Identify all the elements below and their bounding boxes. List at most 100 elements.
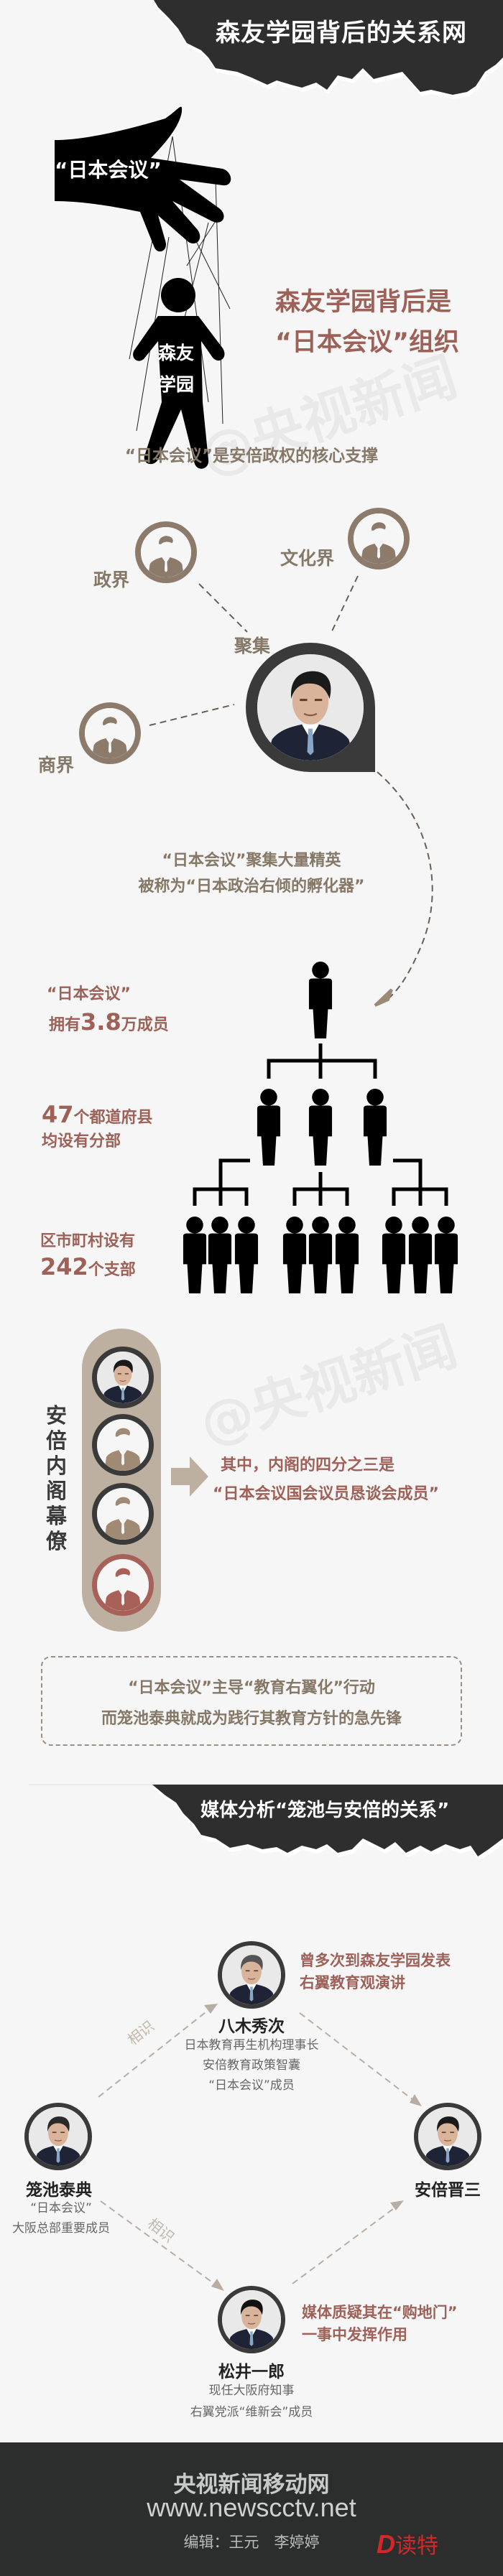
person-icon <box>308 962 333 1038</box>
person-icon <box>363 1089 387 1166</box>
puppet-label-line1: 森友 <box>158 343 195 363</box>
members-prefix: “日本会议” <box>47 985 131 1003</box>
intro-line1: 森友学园背后是 <box>275 288 452 317</box>
person-icon <box>434 1217 458 1293</box>
cabinet-note-line1: 其中，内阁的四分之三是 <box>221 1456 395 1474</box>
logo-text: 读特 <box>395 2534 438 2559</box>
education-line2: 而笼池泰典就成为践行其教育方针的急先锋 <box>101 1710 402 1728</box>
right-arrow-icon <box>171 1456 208 1497</box>
abe-name: 安倍晋三 <box>415 2181 481 2200</box>
person-icon <box>141 527 191 577</box>
org-connector <box>267 1043 377 1079</box>
header-banner <box>154 0 503 99</box>
note-line: 右翼教育观演讲 <box>300 1974 405 1991</box>
desc-line: 现任大阪府知事 <box>208 2384 295 2398</box>
person-icon <box>308 1217 333 1293</box>
footer-url[interactable]: www.newscctv.net <box>147 2493 356 2522</box>
portrait <box>29 2107 88 2166</box>
portrait <box>97 1352 149 1403</box>
branches-line2: 242个支部 <box>40 1253 136 1280</box>
portrait <box>222 1945 281 2004</box>
members-line: 拥有3.8万成员 <box>49 1008 169 1036</box>
prefectures-line1: 47个都道府县 <box>42 1101 153 1128</box>
footer-site-name: 央视新闻移动网 <box>173 2472 330 2498</box>
education-line1: “日本会议”主导“教育右翼化”行动 <box>128 1679 375 1697</box>
org-connector <box>392 1158 448 1206</box>
dute-logo: D读特 <box>377 2528 438 2559</box>
yagi-photo <box>218 1941 285 2009</box>
matsui-photo <box>218 2286 285 2353</box>
business-label: 商界 <box>38 755 75 776</box>
person-icon <box>208 1217 232 1293</box>
person-icon <box>282 1217 307 1293</box>
yagi-name: 八木秀次 <box>218 2017 285 2036</box>
logo-letter: D <box>377 2529 395 2559</box>
yagi-note: 曾多次到森友学园发表 右翼教育观演讲 <box>300 1950 451 1994</box>
person-icon <box>97 1559 149 1611</box>
relation-arrows <box>98 2004 422 2291</box>
desc-line: 日本教育再生机构理事长 <box>184 2038 319 2052</box>
matsui-note: 媒体质疑其在“购地门” 一事中发挥作用 <box>302 2302 458 2346</box>
desc-line: 大阪总部重要成员 <box>12 2221 110 2236</box>
abe-photo <box>414 2103 481 2170</box>
support-caption-line2: 被称为“日本政治右倾的孵化器” <box>138 878 365 896</box>
person-icon <box>97 1419 149 1471</box>
person-icon <box>382 1217 406 1293</box>
matsui-name: 松井一郎 <box>218 2363 285 2381</box>
business-avatar <box>79 702 141 764</box>
desc-line: 右翼党派“维新会”成员 <box>190 2405 313 2419</box>
footer-editors: 编辑：王元 李婷婷 <box>183 2534 320 2551</box>
education-box <box>41 1656 462 1746</box>
cabinet-member-abe <box>92 1347 154 1408</box>
section2-banner <box>29 1784 503 1861</box>
person-icon <box>408 1217 433 1293</box>
person-icon <box>234 1217 259 1293</box>
portrait <box>418 2107 477 2166</box>
members-text: 拥有 <box>49 1016 81 1034</box>
branches-line1: 区市町村设有 <box>40 1232 136 1250</box>
kagoike-name: 笼池泰典 <box>26 2181 92 2200</box>
desc-line: 安倍教育政策智囊 <box>203 2058 300 2073</box>
members-text: 万成员 <box>121 1016 169 1034</box>
members-number: 3.8 <box>80 1008 121 1036</box>
connector-lines <box>149 575 433 1007</box>
portrait <box>257 654 364 761</box>
cabinet-member-avatar-highlight <box>92 1554 154 1616</box>
person-icon <box>183 1217 207 1293</box>
section2-title: 媒体分析“笼池与安倍的关系” <box>200 1800 450 1821</box>
note-line: 曾多次到森友学园发表 <box>300 1952 451 1969</box>
person-icon <box>308 1089 333 1166</box>
note-line: 媒体质疑其在“购地门” <box>302 2304 458 2321</box>
support-subtitle: “日本会议”是安倍政权的核心支撑 <box>124 447 379 465</box>
support-caption-line1: “日本会议”聚集大量精英 <box>162 852 341 870</box>
person-icon <box>257 1089 281 1166</box>
puppet-label-line2: 学园 <box>158 374 195 395</box>
kagoike-photo <box>24 2103 92 2170</box>
person-icon <box>85 708 135 758</box>
culture-avatar <box>348 508 410 569</box>
org-connector <box>193 1158 250 1206</box>
culture-label: 文化界 <box>280 548 335 569</box>
note-line: 一事中发挥作用 <box>302 2326 407 2343</box>
puppet-hand-illustration <box>55 106 231 469</box>
gather-label: 聚集 <box>234 636 271 656</box>
cabinet-vertical-label: 安倍内阁幕僚 <box>46 1403 68 1553</box>
person-icon <box>335 1217 359 1293</box>
person-icon <box>354 513 404 564</box>
watermark: @央视新闻 <box>192 1315 465 1456</box>
intro-line2: “日本会议”组织 <box>275 328 460 357</box>
hand-label: “日本会议” <box>55 158 162 182</box>
page-title: 森友学园背后的关系网 <box>216 19 467 47</box>
cabinet-note-line2: “日本会议国会议员恳谈会成员” <box>213 1485 439 1503</box>
politics-avatar <box>135 521 197 583</box>
desc-line: “日本会议” <box>30 2201 92 2215</box>
politics-label: 政界 <box>93 569 130 590</box>
abe-pin <box>246 643 375 772</box>
footer <box>0 2442 503 2576</box>
yagi-desc: 日本教育再生机构理事长 安倍教育政策智囊 “日本会议”成员 <box>158 2035 345 2096</box>
prefectures-text: 个都道府县 <box>73 1109 153 1127</box>
branches-number: 242 <box>40 1253 88 1280</box>
prefectures-line2: 均设有分部 <box>42 1133 121 1150</box>
cabinet-member-avatar <box>92 1414 154 1476</box>
person-icon <box>97 1488 149 1540</box>
